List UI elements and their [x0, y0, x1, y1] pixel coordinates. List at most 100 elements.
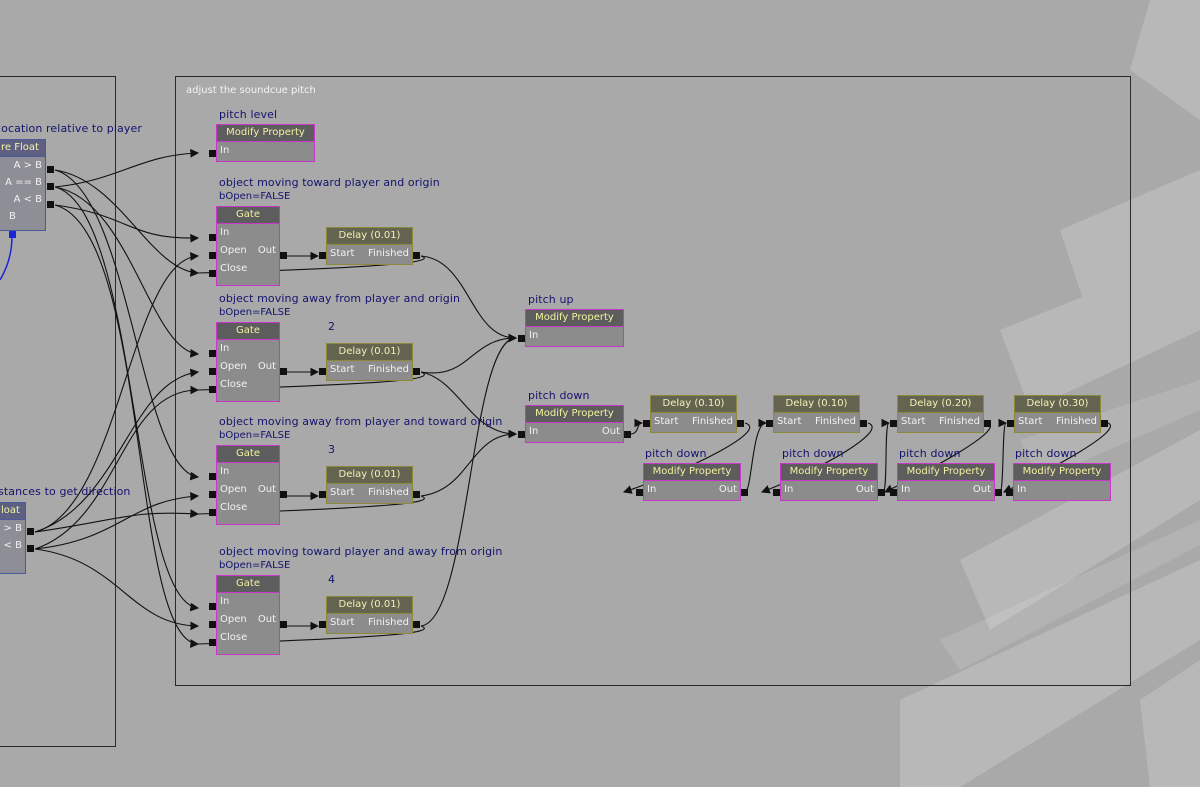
compare-top-header: re Float: [0, 140, 45, 157]
chain-pitch-down-in-pin[interactable]: [636, 489, 643, 496]
gate-open-label: Open: [220, 245, 247, 256]
outer-comment-frame[interactable]: [175, 76, 1131, 686]
compare-float-top[interactable]: re Float A > B A == B A < B B: [0, 139, 46, 231]
gate-open-pin[interactable]: [209, 491, 216, 498]
delay-start-pin[interactable]: [319, 368, 326, 375]
pin-variable-b[interactable]: [9, 231, 16, 238]
chain-delay-finished-pin[interactable]: [984, 420, 991, 427]
gate-open-pin[interactable]: [209, 252, 216, 259]
gate-close-pin[interactable]: [209, 509, 216, 516]
chain-delay-start-pin[interactable]: [766, 420, 773, 427]
delay-start-pin[interactable]: [319, 252, 326, 259]
pitch-down-node[interactable]: Modify Property In Out: [525, 405, 624, 443]
chain-delay-finished-label: Finished: [692, 416, 733, 427]
variable-link-wire: [0, 235, 13, 281]
gate-close-pin[interactable]: [209, 386, 216, 393]
delay-start-pin[interactable]: [319, 621, 326, 628]
chain-pitch-down-in-pin[interactable]: [1006, 489, 1013, 496]
pin-agtb[interactable]: [47, 166, 54, 173]
gate-out-pin[interactable]: [280, 621, 287, 628]
chain-delay-start-label: Start: [901, 416, 926, 427]
compare-float-bottom[interactable]: loat > B < B: [0, 502, 26, 574]
wire: [629, 418, 644, 435]
chain-pitch-down-out-pin[interactable]: [878, 489, 885, 496]
pin-aeqb[interactable]: [47, 183, 54, 190]
gate-in-pin[interactable]: [209, 234, 216, 241]
gate-title: object moving toward player and origin: [219, 176, 440, 189]
pitch-up-in-pin[interactable]: [518, 335, 525, 342]
delay-finished-pin[interactable]: [413, 491, 420, 498]
wire: [881, 418, 891, 493]
gate-out-label: Out: [257, 245, 276, 256]
gate-close-label: Close: [220, 379, 248, 390]
pitch-down-out-pin[interactable]: [624, 431, 631, 438]
chain-pitch-down-title: pitch down: [1015, 447, 1077, 460]
chain-pitch-down-node[interactable]: Modify Property In: [1013, 463, 1111, 501]
pitch-level-header: Modify Property: [217, 125, 314, 142]
gate-in-pin[interactable]: [209, 603, 216, 610]
gate-out-pin[interactable]: [280, 491, 287, 498]
chain-delay-start-pin[interactable]: [890, 420, 897, 427]
gate-property: bOpen=FALSE: [219, 307, 291, 318]
gate-in-pin[interactable]: [209, 350, 216, 357]
pin-altb[interactable]: [47, 201, 54, 208]
gate-close-pin[interactable]: [209, 270, 216, 277]
chain-pitch-down-title: pitch down: [645, 447, 707, 460]
gate-in-pin[interactable]: [209, 473, 216, 480]
compare-top-output-agtb: A > B: [13, 160, 42, 171]
delay-finished-pin[interactable]: [413, 368, 420, 375]
delay-finished-pin[interactable]: [413, 621, 420, 628]
pitch-down-in-pin[interactable]: [518, 431, 525, 438]
gate-in-label: In: [220, 596, 230, 607]
chain-pitch-down-out-pin[interactable]: [741, 489, 748, 496]
gate-close-pin[interactable]: [209, 639, 216, 646]
gate-close-label: Close: [220, 632, 248, 643]
delay-start-pin[interactable]: [319, 491, 326, 498]
wire: [34, 509, 200, 533]
chain-delay-start-label: Start: [654, 416, 679, 427]
chain-pitch-down-title: pitch down: [782, 447, 844, 460]
chain-delay-finished-label: Finished: [815, 416, 856, 427]
wire: [54, 186, 200, 358]
chain-delay-start-pin[interactable]: [1007, 420, 1014, 427]
pin-bottom-lt[interactable]: [27, 545, 34, 552]
delay-finished-pin[interactable]: [413, 252, 420, 259]
delay-finished-label: Finished: [368, 364, 409, 375]
compare-top-output-altb: A < B: [13, 194, 42, 205]
chain-delay-finished-pin[interactable]: [1101, 420, 1108, 427]
chain-delay-start-pin[interactable]: [643, 420, 650, 427]
gate-open-label: Open: [220, 614, 247, 625]
pin-bottom-gt[interactable]: [27, 528, 34, 535]
gate-open-pin[interactable]: [209, 368, 216, 375]
chain-pitch-down-out-label: Out: [972, 484, 991, 495]
pitch-level-node[interactable]: Modify Property In: [216, 124, 315, 162]
gate-open-pin[interactable]: [209, 621, 216, 628]
chain-pitch-down-out-pin[interactable]: [995, 489, 1002, 496]
pitch-level-in-pin[interactable]: [209, 150, 216, 157]
chain-delay-finished-pin[interactable]: [737, 420, 744, 427]
chain-pitch-down-in-pin[interactable]: [890, 489, 897, 496]
chain-delay-finished-pin[interactable]: [860, 420, 867, 427]
pitch-up-node[interactable]: Modify Property In: [525, 309, 624, 347]
chain-pitch-down-in-pin[interactable]: [773, 489, 780, 496]
delay-start-label: Start: [330, 617, 355, 628]
gate-out-pin[interactable]: [280, 252, 287, 259]
gate-out-pin[interactable]: [280, 368, 287, 375]
pitch-level-in-label: In: [220, 145, 230, 156]
